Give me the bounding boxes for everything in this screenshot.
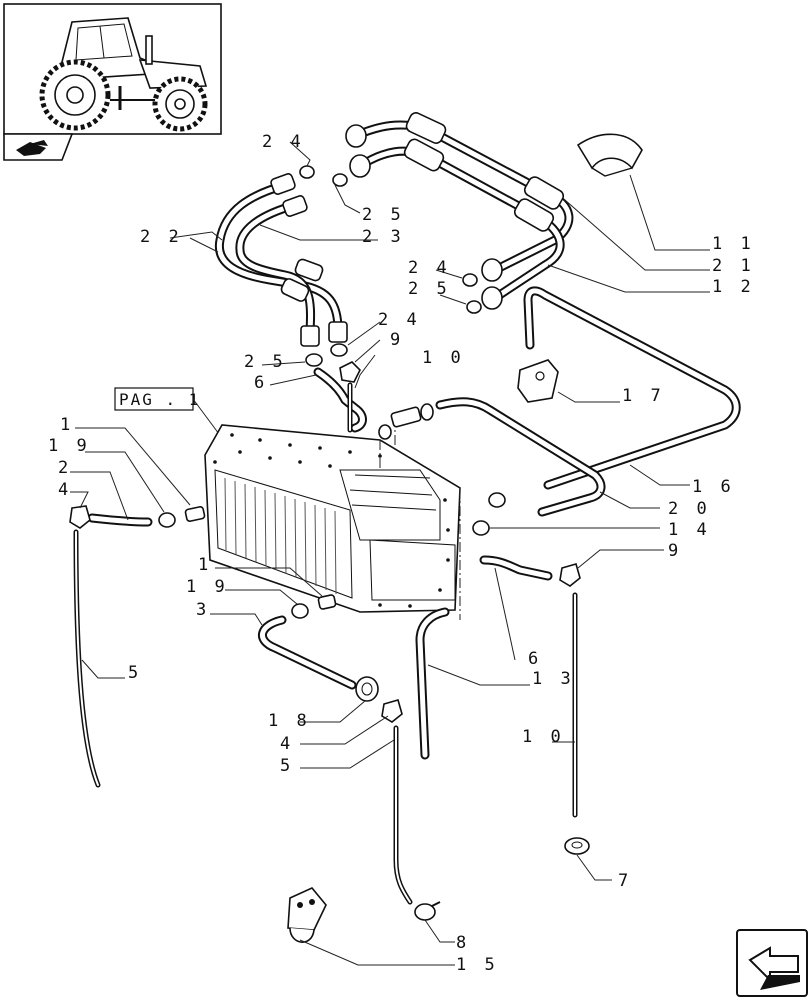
page-reference-box[interactable]: PAG . 1: [114, 387, 223, 439]
tube-6-upper[interactable]: [313, 367, 367, 433]
hose-assembly-22-23[interactable]: [214, 173, 348, 347]
label-24-center: 2 4: [378, 310, 421, 330]
label-19-lower: 1 9: [186, 577, 229, 597]
clamp-19-lower[interactable]: [291, 603, 309, 619]
label-3: 3: [196, 600, 210, 620]
label-1-lower: 1: [198, 555, 212, 575]
ac-unit-housing: [204, 424, 461, 620]
hose-3[interactable]: [258, 615, 357, 690]
label-24-top: 2 4: [262, 132, 305, 152]
label-18: 1 8: [268, 711, 311, 731]
label-23: 2 3: [362, 227, 405, 247]
label-5-left: 5: [128, 663, 142, 683]
label-6-lower: 6: [528, 649, 542, 669]
label-21: 2 1: [712, 256, 755, 276]
valve-15[interactable]: [287, 887, 327, 943]
elbow-4-upper[interactable]: [69, 505, 91, 529]
o-ring-set[interactable]: [299, 165, 482, 367]
label-25-center: 2 5: [244, 352, 287, 372]
bracket-17[interactable]: [517, 359, 559, 403]
label-15: 1 5: [456, 955, 499, 975]
label-12: 1 2: [712, 277, 755, 297]
label-8: 8: [456, 933, 470, 953]
clip-11[interactable]: [576, 133, 643, 177]
label-9-lower: 9: [668, 541, 682, 561]
label-25-top: 2 5: [362, 205, 405, 225]
label-10-lower: 1 0: [522, 727, 565, 747]
label-10-upper: 1 0: [422, 348, 465, 368]
label-4-lower: 4: [280, 734, 294, 754]
page-reference-label: PAG . 1: [119, 390, 200, 409]
label-16: 1 6: [692, 477, 735, 497]
clamp-14[interactable]: [472, 492, 506, 536]
label-7: 7: [618, 871, 632, 891]
grommet-7[interactable]: [564, 837, 590, 855]
tube-16[interactable]: [523, 286, 741, 490]
grommet-18[interactable]: [355, 676, 379, 702]
label-2: 2: [58, 458, 72, 478]
label-9-upper: 9: [390, 330, 404, 350]
label-13: 1 3: [532, 669, 575, 689]
label-1-upper: 1: [60, 415, 74, 435]
label-14: 1 4: [668, 520, 711, 540]
label-25-right: 2 5: [408, 279, 451, 299]
label-19-upper: 1 9: [48, 436, 91, 456]
tube-20[interactable]: [435, 397, 606, 517]
elbow-4-lower[interactable]: [381, 699, 403, 723]
elbow-9-lower[interactable]: [559, 563, 581, 587]
label-4-upper: 4: [58, 480, 72, 500]
clamp-19-upper[interactable]: [158, 512, 176, 528]
label-5-center: 5: [280, 756, 294, 776]
upper-pipe-loop[interactable]: [345, 111, 574, 310]
connector-1-lower[interactable]: [317, 594, 337, 610]
tractor-thumbnail[interactable]: [3, 3, 222, 135]
label-17: 1 7: [622, 386, 665, 406]
label-6-upper: 6: [254, 373, 268, 393]
label-20: 2 0: [668, 499, 711, 519]
tube-5-center[interactable]: [393, 725, 413, 905]
label-11: 1 1: [712, 234, 755, 254]
hose-13[interactable]: [415, 607, 450, 760]
tube-5-left[interactable]: [73, 529, 101, 788]
clamp-8[interactable]: [414, 901, 441, 921]
fitting-assembly[interactable]: [378, 403, 434, 440]
hose-2[interactable]: [87, 513, 153, 527]
label-22: 2 2: [140, 227, 183, 247]
label-24-right: 2 4: [408, 258, 451, 278]
connector-1-upper[interactable]: [184, 506, 206, 522]
next-page-arrow-icon[interactable]: [736, 929, 808, 997]
elbow-9-upper[interactable]: [339, 361, 361, 383]
tube-6-lower[interactable]: [479, 555, 553, 581]
book-icon[interactable]: [3, 133, 74, 161]
callout-labels: 2 4 2 5 2 2 2 3 1 1 2 1 1 2 2 4 2 5 2 4 …: [48, 132, 755, 975]
leader-lines: [70, 141, 710, 966]
